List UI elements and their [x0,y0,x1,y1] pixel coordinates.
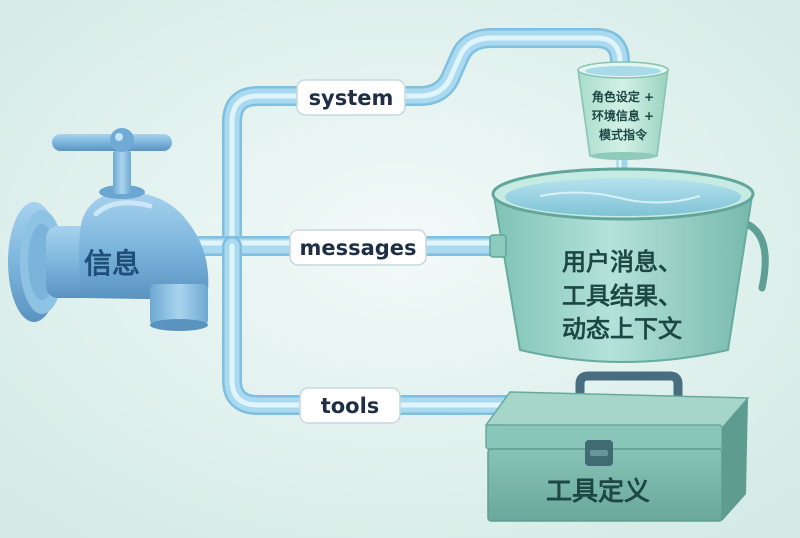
toolbox-label: 工具定义 [546,476,650,507]
label-messages-text: messages [299,236,416,260]
cup-line-2: 环境信息 + [592,108,654,123]
faucet-label: 信息 [84,247,140,280]
pipe-system [222,28,630,256]
label-system-text: system [309,86,394,110]
bucket-line-1: 用户消息、 [562,248,682,276]
pipe-tools [222,236,515,415]
label-tools: tools [299,387,401,424]
bucket-line-2: 工具结果、 [562,282,682,310]
bucket: 用户消息、 工具结果、 动态上下文 [489,167,769,363]
label-tools-text: tools [321,394,380,418]
label-system: system [296,79,406,116]
cup-line-1: 角色设定 + [592,89,654,104]
cup-line-3: 模式指令 [599,127,648,142]
bucket-line-3: 动态上下文 [562,315,683,343]
label-messages: messages [289,229,427,266]
cup: 角色设定 + 环境信息 + 模式指令 [577,61,669,160]
bucket-inlet [489,234,507,258]
faucet: 信息 [8,128,209,331]
toolbox: 工具定义 [484,371,750,522]
toolbox-handle [575,371,683,405]
